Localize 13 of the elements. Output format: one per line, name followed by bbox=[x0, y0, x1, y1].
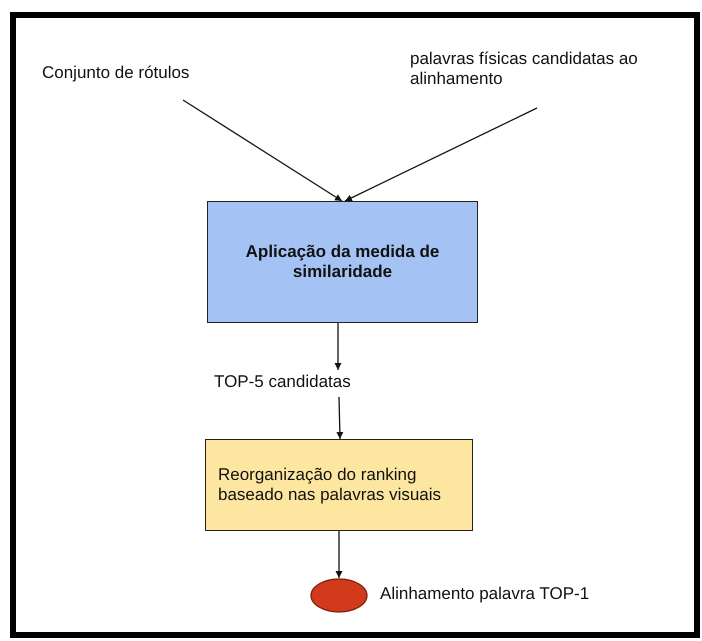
arrow bbox=[344, 107, 538, 202]
node-caption: Alinhamento palavra TOP-1 bbox=[380, 584, 590, 604]
flow-label: TOP-5 candidatas bbox=[214, 372, 351, 392]
box-label: Reorganização do ranking baseado nas palavras visuais bbox=[218, 464, 442, 506]
flow-label: palavras físicas candidatas ao alinhamento bbox=[410, 48, 639, 90]
box-label: Aplicação da medida de similaridade bbox=[244, 242, 440, 282]
flow-label: Conjunto de rótulos bbox=[42, 62, 190, 84]
arrow bbox=[334, 323, 342, 370]
arrow bbox=[336, 396, 344, 440]
process-box bbox=[205, 439, 473, 531]
process-box bbox=[207, 201, 478, 323]
arrow bbox=[336, 531, 342, 578]
arrow bbox=[182, 99, 342, 202]
